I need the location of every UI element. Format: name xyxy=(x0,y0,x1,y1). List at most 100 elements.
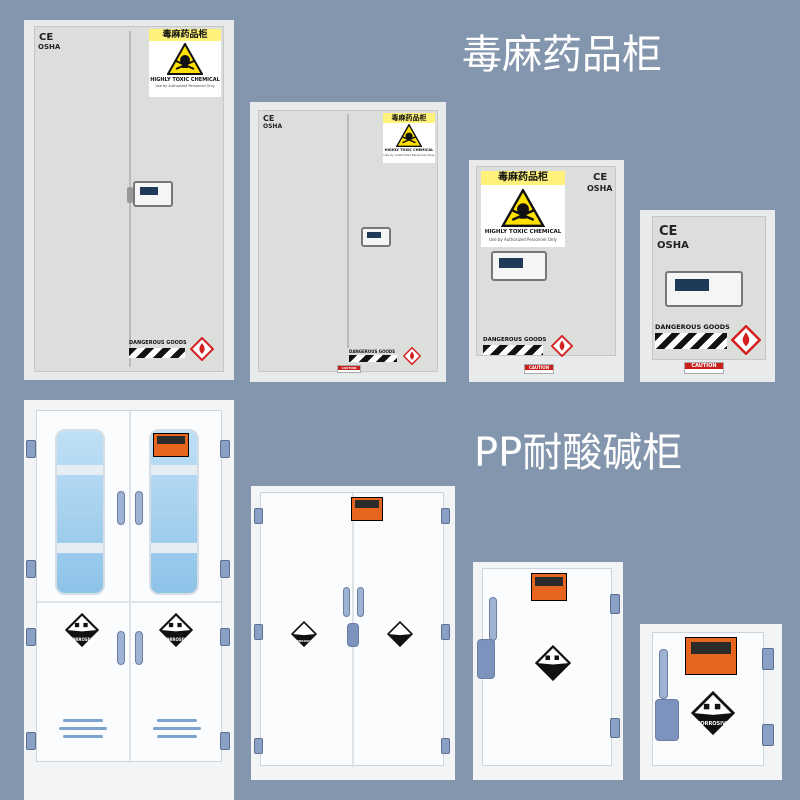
door-handle-right[interactable] xyxy=(357,587,364,617)
warning-label-orange xyxy=(685,637,737,675)
toxic-cabinet-small: 毒麻药品柜 HIGHLY TOXIC CHEMICAL Use by Autho… xyxy=(476,166,616,357)
vent-slot xyxy=(153,727,201,730)
dangerous-goods-text: DANGEROUS GOODS xyxy=(349,349,396,354)
glass-window-left xyxy=(55,429,105,595)
vent-slot xyxy=(157,719,197,722)
corrosive-text: CORROSIVE xyxy=(162,637,190,642)
hinge xyxy=(441,508,450,524)
dangerous-goods-text: DANGEROUS GOODS xyxy=(129,340,187,346)
electronic-lock-icon xyxy=(491,251,547,281)
vent-slot xyxy=(59,727,107,730)
hinge xyxy=(220,440,230,458)
ce-mark: CE xyxy=(593,172,608,183)
warning-label-orange xyxy=(531,573,567,601)
hinge xyxy=(610,718,620,738)
hazard-stripe xyxy=(483,345,543,355)
ce-mark: CE xyxy=(263,114,275,123)
door-handle-right[interactable] xyxy=(135,491,143,525)
vent-slot xyxy=(157,735,197,738)
hinge xyxy=(441,624,450,640)
hinge xyxy=(254,624,263,640)
electronic-lock-icon xyxy=(133,181,173,207)
corrosive-text: CORROSIVE xyxy=(68,637,96,642)
label-fine-print: Use by Authorized Personnel Only xyxy=(155,84,215,88)
pp-cabinet-medium: CORROSIVE xyxy=(260,492,444,767)
label-fine-print: Use by Authorized Personnel Only xyxy=(489,237,557,242)
hinge xyxy=(26,732,36,750)
ce-mark: CE xyxy=(39,32,54,43)
warning-label-orange xyxy=(153,433,189,457)
door-seam xyxy=(347,114,349,348)
hinge xyxy=(220,628,230,646)
flame-hazard-icon xyxy=(190,337,214,361)
lock-latch[interactable] xyxy=(655,699,679,741)
toxic-cabinet-large: CE OSHA 毒麻药品柜 HIGHLY TOXIC CHEMICAL Use … xyxy=(34,26,224,372)
caution-label: CAUTION xyxy=(337,365,361,373)
corrosive-hazard-icon xyxy=(159,613,193,647)
caution-label: CAUTION xyxy=(684,362,724,374)
label-subtitle: HIGHLY TOXIC CHEMICAL xyxy=(150,77,220,83)
dangerous-goods-text: DANGEROUS GOODS xyxy=(655,323,730,331)
electronic-lock-icon xyxy=(665,271,743,307)
hazard-stripe xyxy=(349,355,397,362)
label-fine-print: Use by Authorized Personnel Only xyxy=(383,153,435,157)
door-handle[interactable] xyxy=(489,597,497,641)
toxic-cabinet-mini: CE OSHA DANGEROUS GOODS xyxy=(652,216,766,360)
acid-cabinet-heading: PP耐酸碱柜 xyxy=(474,430,683,476)
hinge xyxy=(254,508,263,524)
corrosive-hazard-icon xyxy=(65,613,99,647)
pp-cabinet-mini: CORROSIVE xyxy=(652,632,764,766)
hinge xyxy=(26,440,36,458)
hinge xyxy=(762,724,774,746)
corrosive-hazard-icon xyxy=(387,621,413,647)
corrosive-text: CORROSIVE xyxy=(294,639,314,643)
osha-mark: OSHA xyxy=(38,43,61,51)
label-title: 毒麻药品柜 xyxy=(481,171,565,185)
toxic-cabinet-heading: 毒麻药品柜 xyxy=(462,32,662,78)
door-pull xyxy=(127,187,133,203)
osha-mark: OSHA xyxy=(657,240,689,251)
label-subtitle: HIGHLY TOXIC CHEMICAL xyxy=(484,229,562,235)
toxic-cabinet-medium: CE OSHA 毒麻药品柜 HIGHLY TOXIC CHEMICAL Use … xyxy=(258,110,438,373)
lock-latch[interactable] xyxy=(347,623,359,647)
flame-hazard-icon xyxy=(551,335,573,357)
vent-slot xyxy=(63,719,103,722)
label-title: 毒麻药品柜 xyxy=(149,29,221,41)
ce-mark: CE xyxy=(659,224,678,239)
pp-cabinet-small xyxy=(477,568,612,766)
door-handle-left[interactable] xyxy=(117,491,125,525)
corrosive-hazard-icon xyxy=(535,645,571,681)
label-subtitle: HIGHLY TOXIC CHEMICAL xyxy=(384,148,434,152)
hinge xyxy=(26,628,36,646)
skull-crossbones-icon xyxy=(167,43,203,75)
door-seam xyxy=(129,411,131,763)
door-handle-right-lower[interactable] xyxy=(135,631,143,665)
hinge xyxy=(220,732,230,750)
hinge xyxy=(220,560,230,578)
door-handle-left-lower[interactable] xyxy=(117,631,125,665)
hinge xyxy=(610,594,620,614)
electronic-lock-icon xyxy=(361,227,391,247)
skull-crossbones-icon xyxy=(396,124,422,147)
corrosive-hazard-icon xyxy=(291,621,317,647)
hinge xyxy=(254,738,263,754)
hazard-stripe xyxy=(129,348,185,358)
corrosive-hazard-icon xyxy=(691,691,735,735)
label-title: 毒麻药品柜 xyxy=(383,113,435,123)
osha-mark: OSHA xyxy=(263,123,283,130)
hazard-stripe xyxy=(655,333,727,349)
door-handle-left[interactable] xyxy=(343,587,350,617)
door-handle[interactable] xyxy=(659,649,668,699)
hinge xyxy=(762,648,774,670)
warning-label-orange xyxy=(351,497,383,521)
skull-crossbones-icon xyxy=(501,189,545,227)
flame-hazard-icon xyxy=(403,347,421,365)
caution-label: CAUTION xyxy=(524,364,554,374)
osha-mark: OSHA xyxy=(587,184,613,193)
corrosive-text: CORROSIVE xyxy=(696,721,730,727)
flame-hazard-icon xyxy=(731,325,761,355)
lock-latch[interactable] xyxy=(477,639,495,679)
panel-divider xyxy=(37,601,223,603)
vent-slot xyxy=(63,735,103,738)
hinge xyxy=(441,738,450,754)
